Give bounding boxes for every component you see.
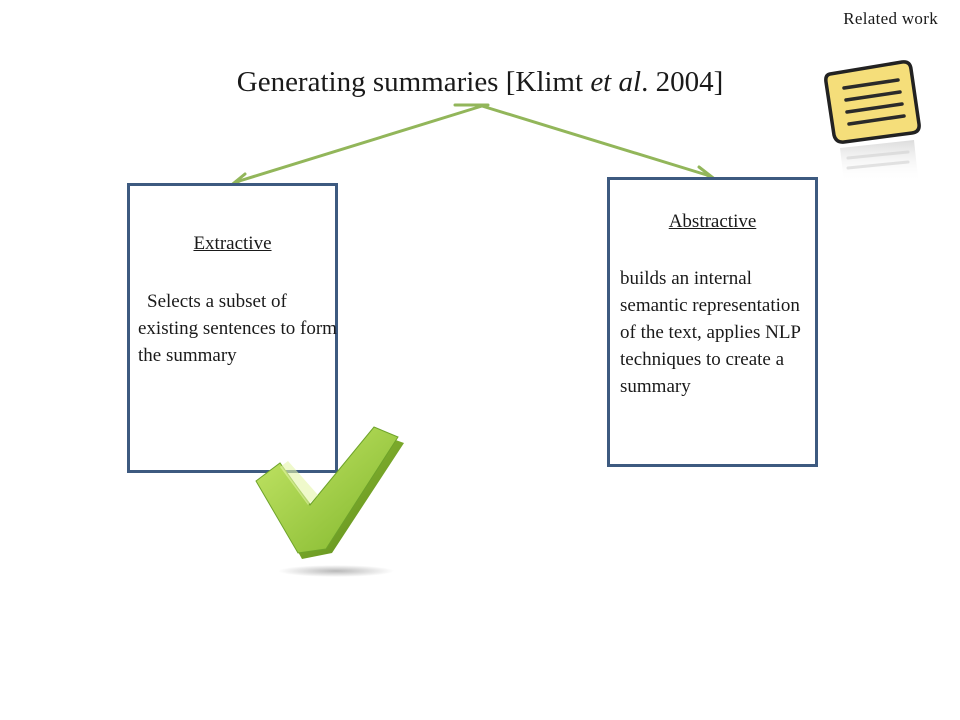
connector-right bbox=[480, 104, 712, 178]
connector-left bbox=[234, 104, 484, 184]
title-suffix: . 2004] bbox=[641, 66, 724, 98]
abstractive-description: builds an internal semantic representati… bbox=[620, 268, 801, 397]
checkmark-shadow bbox=[278, 565, 394, 577]
title-prefix: Generating summaries [Klimt bbox=[236, 66, 591, 98]
extractive-heading: Extractive bbox=[193, 233, 272, 254]
abstractive-box: Abstractive builds an internal semantic … bbox=[607, 177, 818, 467]
checkmark-highlight bbox=[280, 461, 318, 505]
extractive-box: Extractive Selects a subset of existing … bbox=[127, 183, 338, 473]
sticky-note-reflection bbox=[840, 140, 918, 182]
section-tag: Related work bbox=[843, 9, 938, 28]
sticky-note-body bbox=[824, 60, 921, 144]
abstractive-heading: Abstractive bbox=[668, 211, 757, 232]
extractive-description: Selects a subset of existing sentences t… bbox=[138, 291, 337, 366]
checkmark-face bbox=[255, 426, 399, 554]
slide-title: Generating summaries [Klimt et al. 2004] bbox=[0, 66, 960, 99]
checkmark-icon bbox=[255, 426, 404, 577]
sticky-note-icon bbox=[824, 60, 921, 182]
title-etal: et al bbox=[590, 66, 642, 98]
